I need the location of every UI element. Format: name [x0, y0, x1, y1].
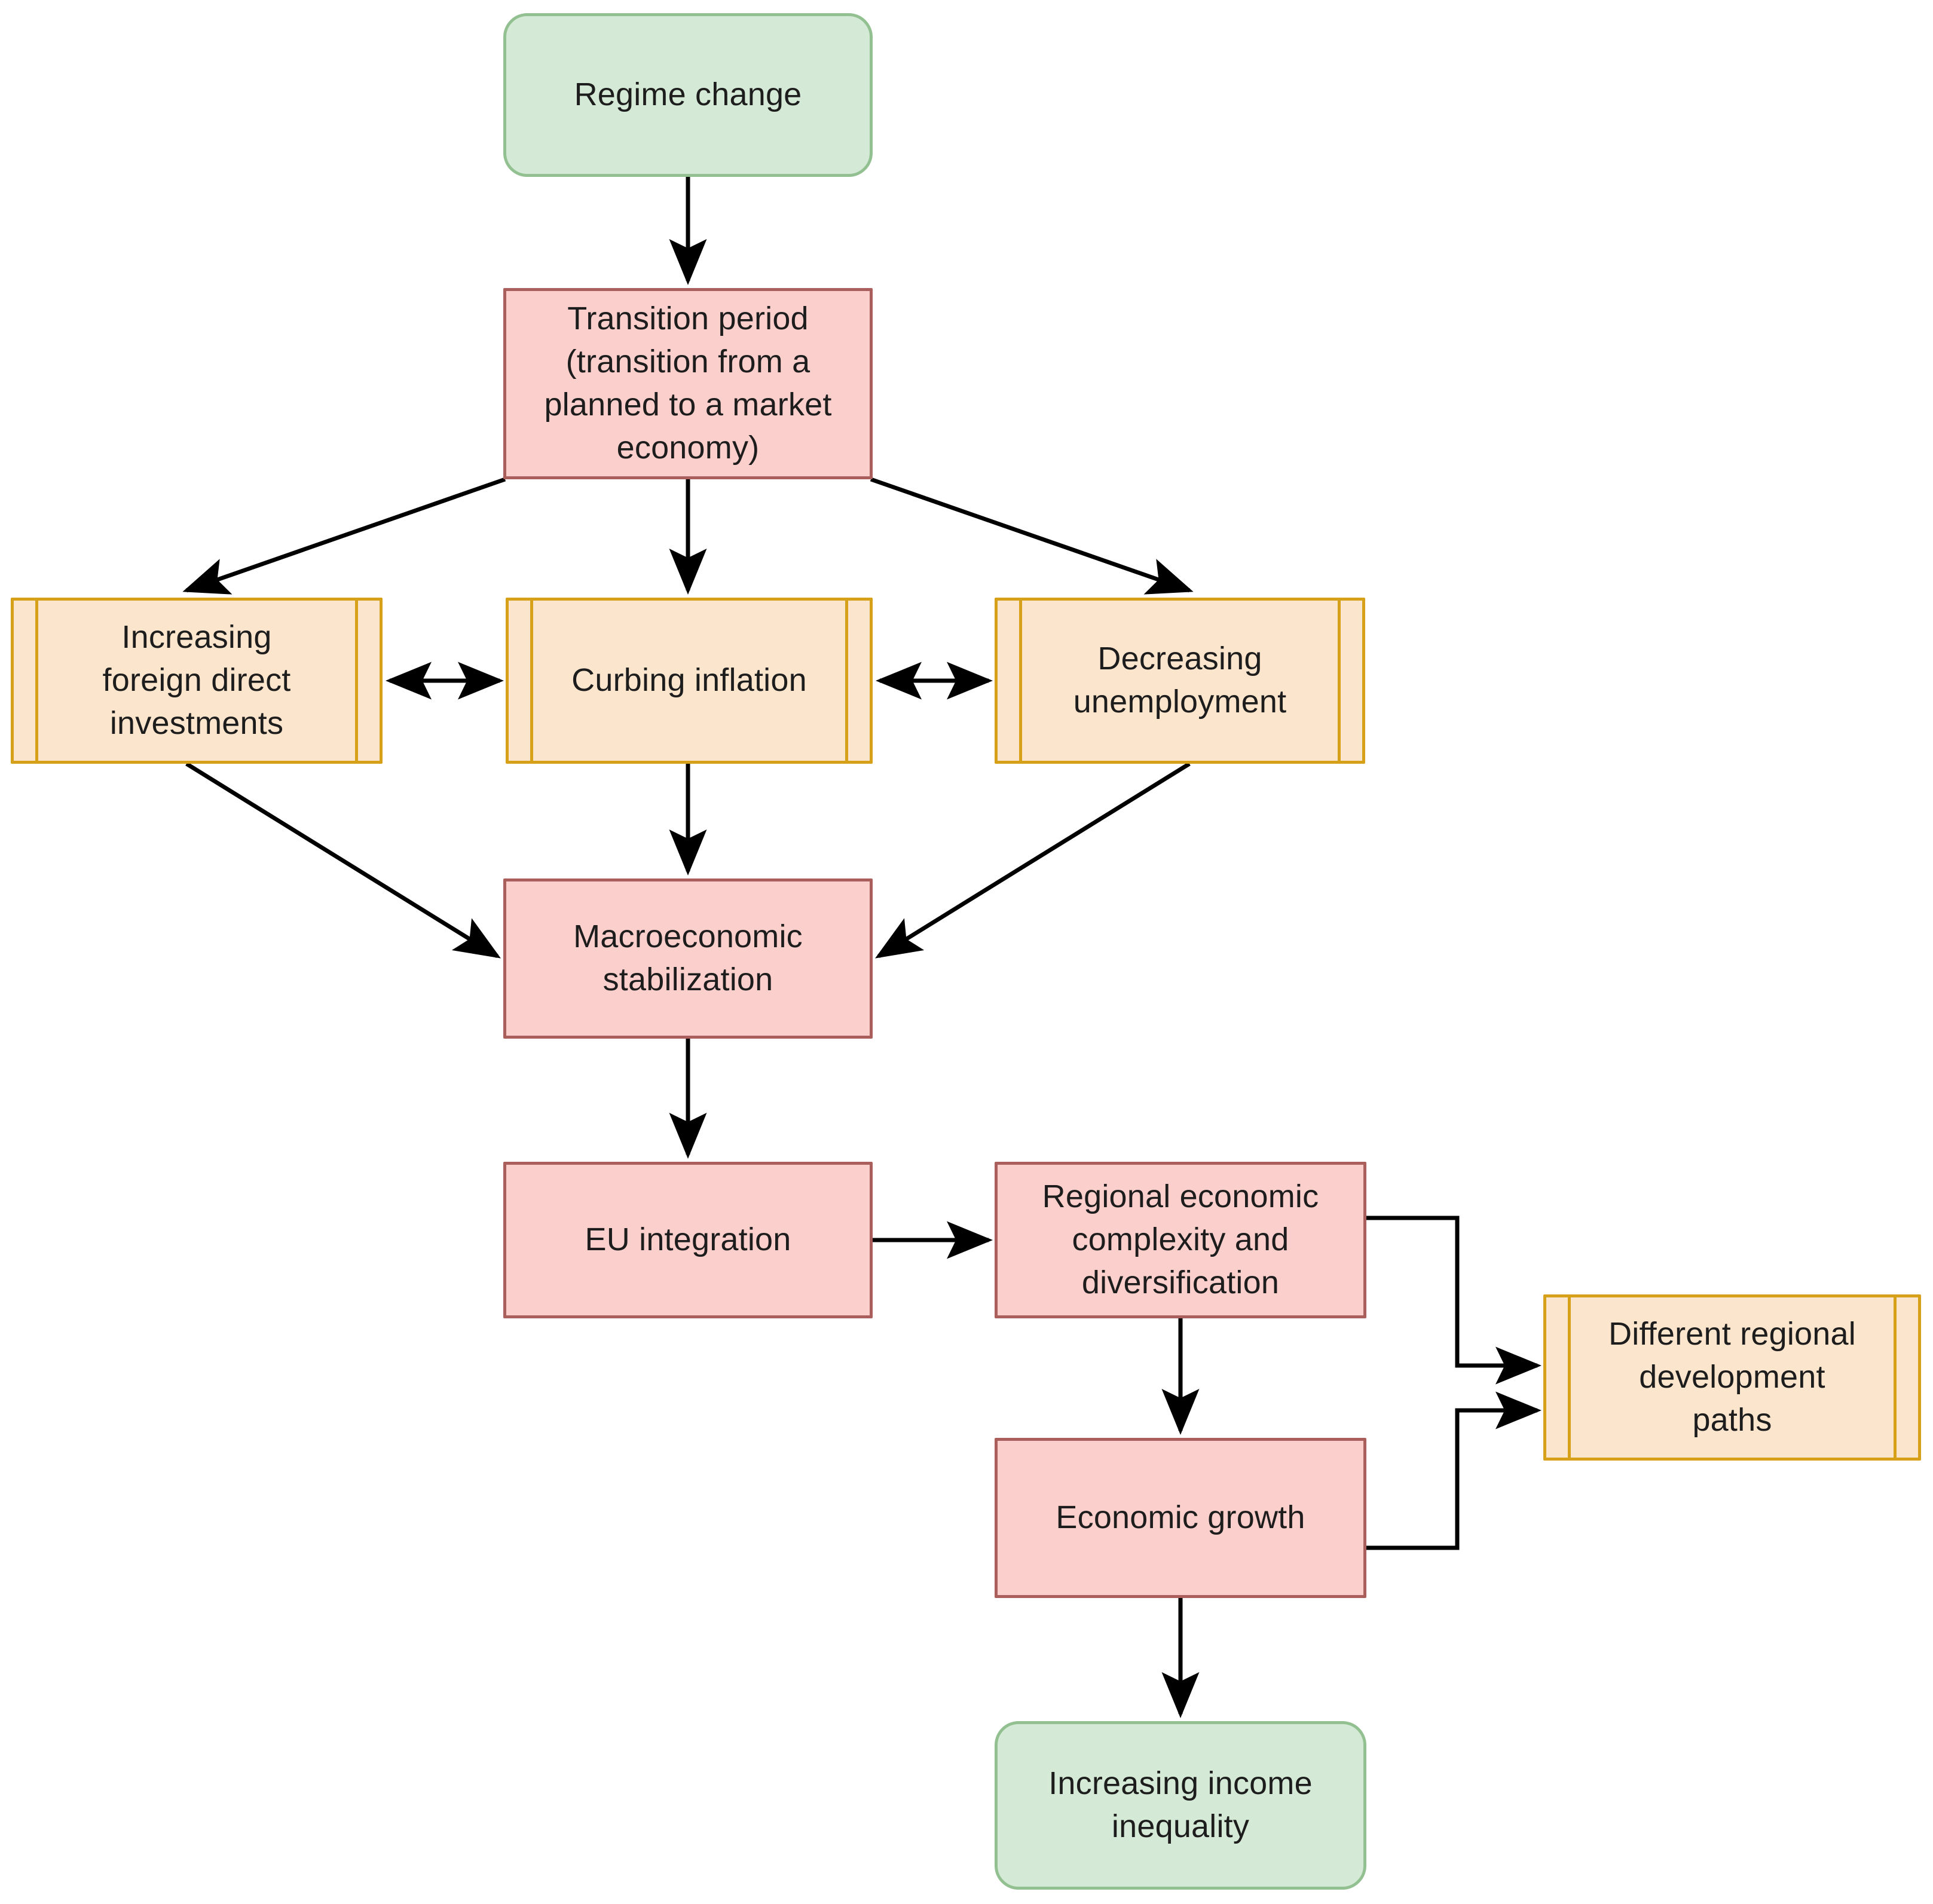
subroutine-left-bar-icon [35, 598, 38, 764]
node-curbing-inflation[interactable]: Curbing inflation [506, 598, 873, 764]
node-regional-economic-complexity[interactable]: Regional economic complexity and diversi… [995, 1162, 1366, 1318]
subroutine-right-bar-icon [355, 598, 358, 764]
subroutine-left-bar-icon [530, 598, 533, 764]
edge-unemployment-to-macro [875, 762, 1191, 959]
subroutine-left-bar-icon [1019, 598, 1022, 764]
node-label: Macroeconomic stabilization [573, 919, 803, 997]
subroutine-left-bar-icon [1568, 1294, 1571, 1461]
node-economic-growth[interactable]: Economic growth [995, 1438, 1366, 1598]
node-label: Regional economic complexity and diversi… [1042, 1178, 1319, 1300]
node-label: Economic growth [1056, 1499, 1305, 1536]
node-label: Increasing foreign direct investments [102, 619, 291, 741]
node-label: Curbing inflation [571, 662, 807, 699]
edge-growth-to-paths [1366, 1391, 1541, 1550]
edge-regional-to-paths [1366, 1216, 1541, 1385]
edge-transition-to-unemployment [870, 477, 1194, 595]
node-eu-integration[interactable]: EU integration [503, 1162, 873, 1318]
subroutine-right-bar-icon [845, 598, 848, 764]
node-increasing-income-inequality[interactable]: Increasing income inequality [995, 1721, 1366, 1890]
node-label: Regime change [574, 76, 802, 113]
node-different-regional-development-paths[interactable]: Different regional development paths [1543, 1294, 1921, 1461]
node-increasing-fdi[interactable]: Increasing foreign direct investments [11, 598, 383, 764]
node-label: Transition period (transition from a pla… [544, 301, 832, 466]
subroutine-right-bar-icon [1894, 1294, 1897, 1461]
node-label: Decreasing unemployment [1073, 641, 1287, 720]
node-transition-period[interactable]: Transition period (transition from a pla… [503, 288, 873, 479]
node-label: EU integration [585, 1222, 791, 1258]
subroutine-right-bar-icon [1338, 598, 1341, 764]
node-label: Different regional development paths [1608, 1316, 1856, 1438]
edge-transition-to-fdi [182, 477, 506, 595]
node-regime-change[interactable]: Regime change [503, 13, 873, 177]
node-macroeconomic-stabilization[interactable]: Macroeconomic stabilization [503, 878, 873, 1039]
node-label: Increasing income inequality [1048, 1765, 1313, 1844]
edge-fdi-to-macro [185, 762, 501, 959]
node-decreasing-unemployment[interactable]: Decreasing unemployment [995, 598, 1365, 764]
